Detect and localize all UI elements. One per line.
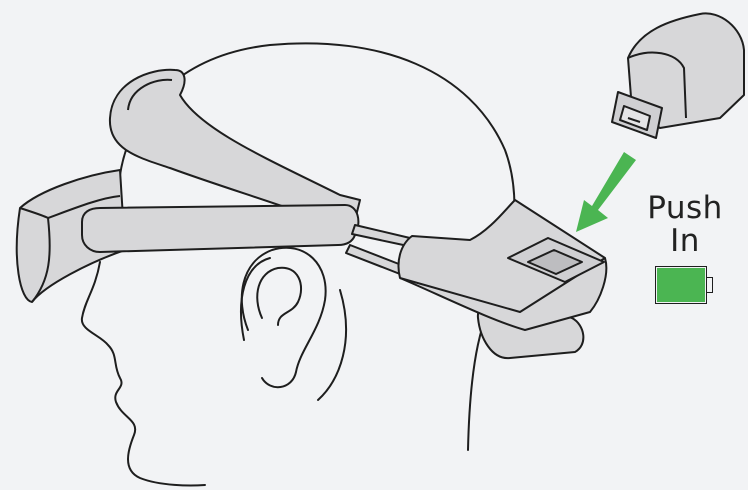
battery-full-icon bbox=[655, 266, 711, 306]
battery-cap bbox=[707, 277, 713, 293]
insert-arrow-icon bbox=[576, 152, 636, 232]
caption-line-1: Push bbox=[640, 192, 730, 225]
battery-fill bbox=[657, 268, 705, 302]
battery-body bbox=[655, 266, 707, 304]
battery-pack-icon bbox=[612, 13, 744, 138]
side-arm bbox=[82, 205, 358, 252]
face-profile bbox=[82, 262, 205, 485]
caption-line-2: In bbox=[640, 225, 730, 258]
push-in-caption: Push In bbox=[640, 192, 730, 258]
